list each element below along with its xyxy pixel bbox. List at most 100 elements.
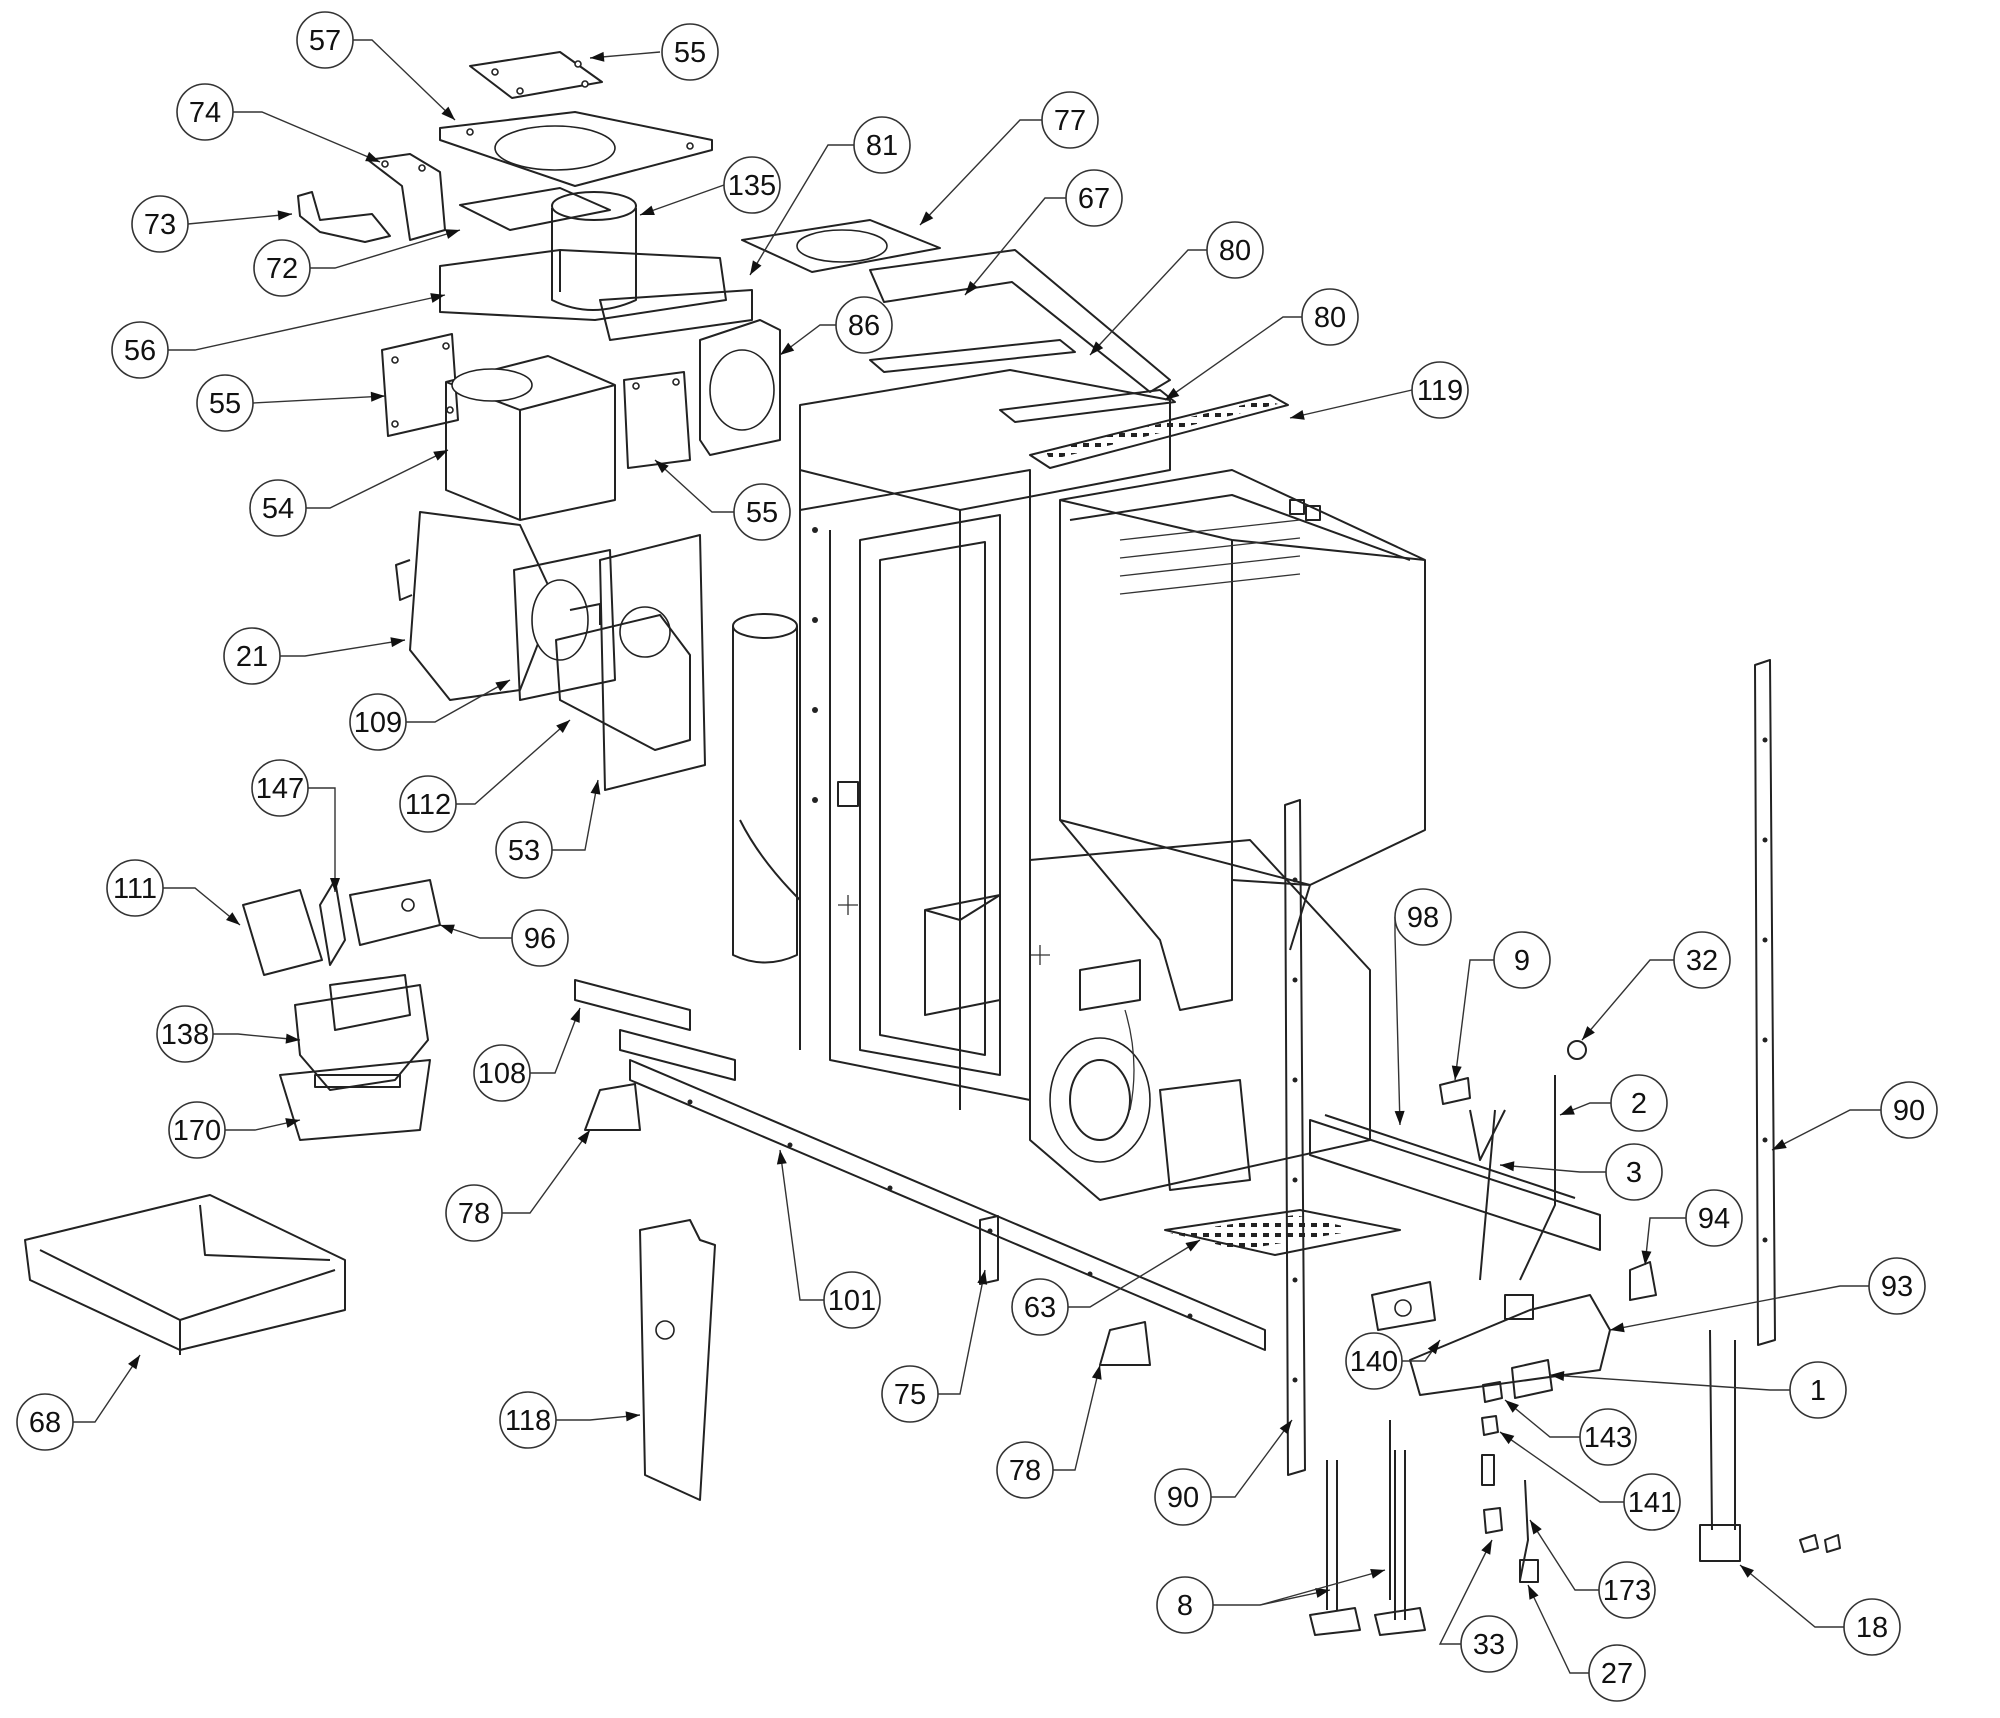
callout-number: 80 xyxy=(1314,302,1346,334)
leader-arrowhead xyxy=(1279,1420,1292,1435)
leader-arrowhead xyxy=(1165,387,1180,400)
callout-circle xyxy=(399,775,457,833)
leader-line xyxy=(964,197,1067,296)
leader-arrowhead xyxy=(277,210,292,221)
callout-101: 101 xyxy=(823,1271,881,1329)
callout-circle xyxy=(881,1365,939,1423)
leader-arrowhead xyxy=(1740,1565,1754,1578)
callout-circle xyxy=(296,11,354,69)
part-vertical-flue-pipe xyxy=(732,613,801,964)
leader-arrowhead xyxy=(590,51,605,62)
callout-number: 78 xyxy=(458,1198,490,1230)
callout-circle xyxy=(196,374,254,432)
callout-circle xyxy=(106,859,164,917)
leader-line xyxy=(749,144,855,276)
callout-circle xyxy=(661,23,719,81)
leader-line xyxy=(779,1149,824,1301)
leader-arrowhead xyxy=(1500,1432,1515,1445)
leader-line xyxy=(280,639,406,657)
leader-arrowhead xyxy=(1772,1139,1787,1150)
leader-line xyxy=(310,229,461,269)
callout-80: 80 xyxy=(1206,221,1264,279)
part-plenum-box xyxy=(445,355,616,521)
callout-circle xyxy=(168,1101,226,1159)
callout-68: 68 xyxy=(16,1393,74,1451)
callout-number: 67 xyxy=(1078,183,1110,215)
leader-line xyxy=(639,184,725,216)
leader-arrowhead xyxy=(365,151,380,162)
callout-circle xyxy=(1301,288,1359,346)
callout-circle xyxy=(996,1441,1054,1499)
leader-line xyxy=(252,395,386,404)
callout-74: 74 xyxy=(176,83,234,141)
callout-72: 72 xyxy=(253,239,311,297)
callout-number: 75 xyxy=(894,1379,926,1411)
callout-circle xyxy=(1579,1408,1637,1466)
leader-line xyxy=(1581,959,1675,1041)
part-top-frame-assembly xyxy=(741,219,1289,469)
part-cover-plate-left xyxy=(381,333,459,437)
callout-number: 54 xyxy=(262,493,294,525)
callout-number: 33 xyxy=(1473,1629,1505,1661)
callout-2: 2 xyxy=(1610,1074,1668,1132)
leader-arrowhead xyxy=(370,391,385,402)
callout-number: 98 xyxy=(1407,902,1439,934)
leader-line xyxy=(919,119,1043,226)
callout-number: 63 xyxy=(1024,1292,1056,1324)
callout-78: 78 xyxy=(996,1441,1054,1499)
part-combustion-fan-assembly xyxy=(395,511,706,791)
leader-arrowhead xyxy=(1394,1110,1405,1125)
callout-number: 96 xyxy=(524,923,556,955)
leader-line xyxy=(72,1354,141,1423)
callout-111: 111 xyxy=(106,859,164,917)
callout-number: 140 xyxy=(1350,1346,1398,1378)
leader-line xyxy=(168,294,446,351)
callout-119: 119 xyxy=(1411,361,1469,419)
part-small-brackets xyxy=(584,1083,1151,1366)
leader-arrowhead xyxy=(577,1130,590,1145)
leader-arrowhead xyxy=(433,450,448,461)
leader-line xyxy=(1739,1564,1844,1628)
leader-arrowhead xyxy=(390,637,405,648)
callout-circle xyxy=(349,693,407,751)
callout-140: 140 xyxy=(1345,1332,1403,1390)
callout-number: 32 xyxy=(1686,945,1718,977)
callout-number: 2 xyxy=(1631,1088,1647,1120)
callout-54: 54 xyxy=(249,479,307,537)
callout-circle xyxy=(1206,221,1264,279)
callout-number: 108 xyxy=(478,1058,526,1090)
callout-number: 119 xyxy=(1417,375,1463,407)
callout-number: 111 xyxy=(113,873,157,905)
callout-circle xyxy=(156,1005,214,1063)
callout-number: 101 xyxy=(828,1285,876,1317)
callout-63: 63 xyxy=(1011,1278,1069,1336)
callout-32: 32 xyxy=(1673,931,1731,989)
callout-108: 108 xyxy=(473,1044,531,1102)
callout-number: 94 xyxy=(1698,1203,1730,1235)
leader-line xyxy=(1213,1589,1331,1606)
callout-94: 94 xyxy=(1685,1189,1743,1247)
callout-circle xyxy=(1673,931,1731,989)
callout-80: 80 xyxy=(1301,288,1359,346)
callout-147: 147 xyxy=(251,759,309,817)
leader-line xyxy=(1164,316,1303,401)
callout-circle xyxy=(853,116,911,174)
leader-arrowhead xyxy=(285,1118,300,1128)
callout-circle xyxy=(823,1271,881,1329)
callout-81: 81 xyxy=(853,116,911,174)
callout-circle xyxy=(1605,1143,1663,1201)
leader-arrowhead xyxy=(1530,1520,1542,1535)
leader-arrowhead xyxy=(750,260,762,275)
callout-141: 141 xyxy=(1623,1473,1681,1531)
part-brackets-74-73 xyxy=(297,153,446,243)
callout-57: 57 xyxy=(296,11,354,69)
callout-55: 55 xyxy=(196,374,254,432)
callout-number: 135 xyxy=(728,170,776,202)
callout-number: 173 xyxy=(1603,1575,1651,1607)
part-lower-motor-and-fan xyxy=(1029,839,1371,1201)
leader-line xyxy=(1499,1431,1624,1503)
callout-number: 141 xyxy=(1628,1487,1676,1519)
callout-170: 170 xyxy=(168,1101,226,1159)
leader-line xyxy=(1438,1539,1493,1645)
